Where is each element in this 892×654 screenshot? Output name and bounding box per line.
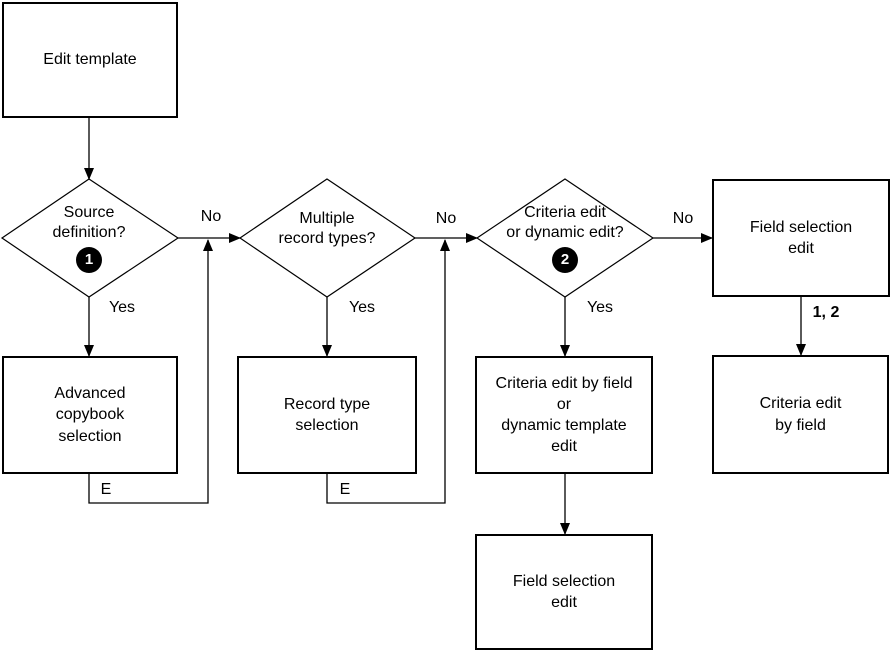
decision-diamond-criteria-or-dynamic — [475, 178, 655, 298]
loop-record-type-exit — [326, 239, 450, 504]
process-box-label: Advanced copybook selection — [54, 385, 126, 445]
decision-label: Multiple record types? — [278, 210, 376, 247]
decision-label: Source definition? — [52, 204, 126, 241]
edge-label-no-3: No — [672, 210, 694, 227]
process-box-criteria-edit-or-dynamic-template: Criteria edit by field or dynamic templa… — [475, 356, 653, 474]
edge-label-yes-3: Yes — [586, 299, 614, 316]
edge-label-yes-1: Yes — [108, 299, 136, 316]
decision-source-definition: Source definition? 1 — [9, 182, 169, 294]
edge-label-no-2: No — [435, 210, 457, 227]
decision-diamond-multiple-record-types — [238, 178, 417, 298]
edge-label-yes-2: Yes — [348, 299, 376, 316]
edge-label-exit-2: E — [339, 481, 351, 498]
process-box-field-selection-edit-top: Field selection edit — [712, 179, 890, 297]
footnote-badge-1: 1 — [76, 247, 102, 273]
decision-criteria-or-dynamic: Criteria edit or dynamic edit? 2 — [485, 182, 645, 294]
decision-label: Criteria edit or dynamic edit? — [506, 204, 624, 241]
decision-multiple-record-types: Multiple record types? — [247, 173, 407, 285]
decision-diamond-source-definition — [0, 178, 180, 298]
edge-label-one-two: 1, 2 — [812, 304, 840, 321]
process-box-label: Criteria edit by field — [759, 395, 842, 434]
process-box-edit-template: Edit template — [2, 2, 178, 118]
process-box-label: Field selection edit — [749, 218, 853, 257]
process-box-label: Criteria edit by field or dynamic templa… — [495, 374, 633, 456]
edge-label-exit-1: E — [100, 481, 112, 498]
process-box-record-type-selection: Record type selection — [237, 356, 417, 474]
process-box-label: Field selection edit — [512, 572, 616, 611]
process-box-criteria-edit-by-field: Criteria edit by field — [712, 355, 889, 474]
process-box-field-selection-edit-bottom: Field selection edit — [475, 534, 653, 650]
edge-label-no-1: No — [200, 208, 222, 225]
process-box-label: Edit template — [43, 51, 137, 69]
process-box-advanced-copybook-selection: Advanced copybook selection — [2, 356, 178, 474]
process-box-label: Record type selection — [283, 395, 371, 434]
footnote-badge-2: 2 — [552, 247, 578, 273]
loop-advanced-copybook-exit — [88, 239, 213, 504]
